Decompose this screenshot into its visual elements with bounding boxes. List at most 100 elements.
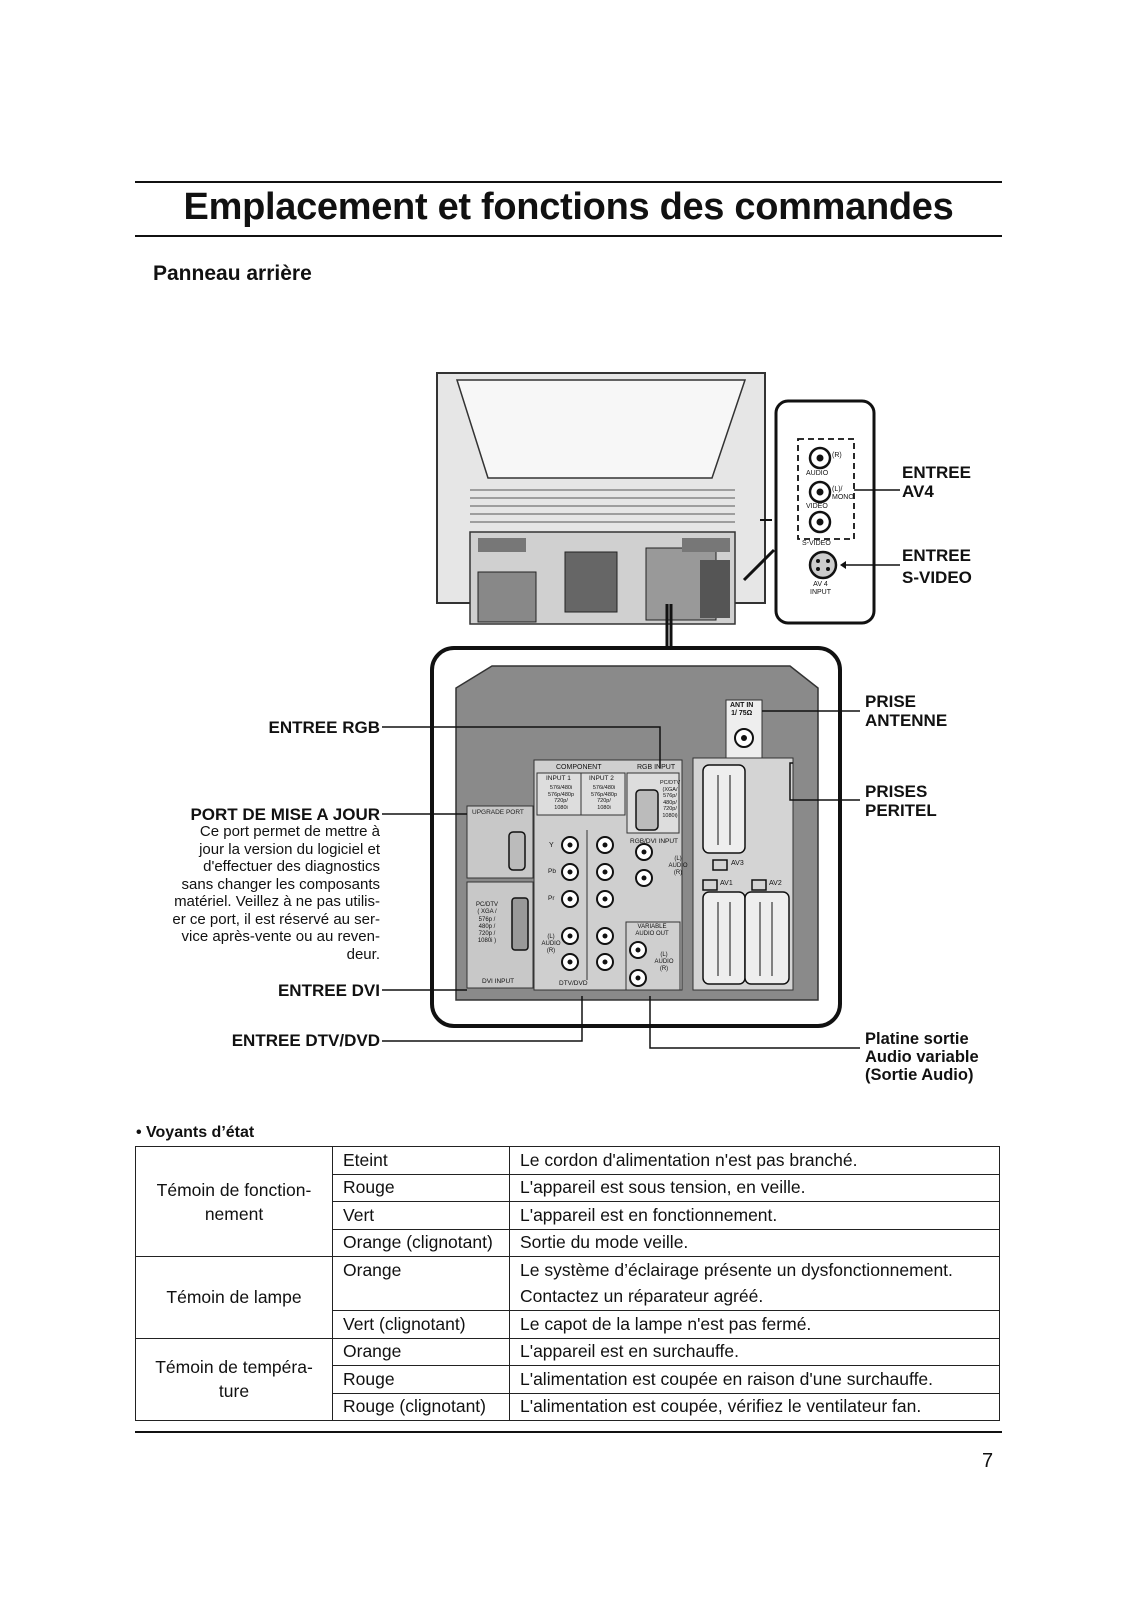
leader-lines [382, 710, 860, 1049]
av3-label: AV3 [731, 860, 744, 867]
rgb-input-label: RGB INPUT [637, 764, 676, 771]
dvi-pc-dtv-3: 480p / [478, 923, 496, 930]
table-row: Témoin de lampe Orange Le système d’écla… [135, 1256, 1000, 1339]
av4-mono-label: MONO [832, 494, 854, 501]
state-cell: Rouge [332, 1173, 510, 1202]
rgb-dvi-audio-word: AUDIO [668, 863, 688, 869]
callout-entree-av4-line2: AV4 [902, 482, 934, 501]
variable-audio-out-line2: AUDIO OUT [635, 931, 669, 937]
page-title: Emplacement et fonctions des commandes [183, 186, 954, 228]
input2-res-3: 1080i [597, 804, 611, 811]
pc-dtv-res-4: 720p/ [663, 806, 677, 812]
state-cell: Rouge [332, 1365, 510, 1394]
pc-dtv-resolutions: PC/DTV (XGA/ 576p/ 480p/ 720p/ 1080i) [660, 780, 680, 819]
port-desc-line-4: matériel. Veillez à ne pas utilis- [174, 893, 380, 910]
port-desc-line-1: jour la version du logiciel et [199, 840, 380, 858]
callout-entree-dvi: ENTREE DVI [277, 981, 380, 1000]
rgb-dvi-audio-label: (L) AUDIO (R) [666, 856, 690, 877]
group-name-line: Témoin de fonction- [156, 1179, 312, 1200]
input1-res-3: 1080i [554, 804, 568, 811]
port-desc-line-0: Ce port permet de mettre à [199, 823, 380, 840]
variable-audio-out-label: VARIABLE AUDIO OUT [630, 924, 674, 938]
table-row: Témoin de tempéra-ture Orange L'appareil… [135, 1337, 1000, 1421]
table-row: Vert (clignotant) Le capot de la lampe n… [136, 1310, 1000, 1339]
state-cell: Eteint [332, 1146, 510, 1175]
component-label: COMPONENT [556, 764, 602, 771]
callout-port-mise-a-jour: PORT DE MISE A JOUR [190, 805, 380, 824]
meaning-cell: L'alimentation est coupée, vérifiez le v… [509, 1392, 1000, 1421]
callout-entree-svideo-line2: S-VIDEO [902, 568, 972, 587]
input2-res-0: 576i/480i [592, 785, 616, 791]
ant-in-line1: ANT IN [730, 702, 754, 709]
rgb-dvi-audio-l: (L) [674, 856, 682, 862]
callout-platine-sortie-line3: (Sortie Audio) [865, 1066, 974, 1084]
comp-pr-label: Pr [548, 895, 555, 902]
dvi-pc-dtv-1: ( XGA / [477, 909, 497, 916]
comp-pb-label: Pb [548, 868, 556, 875]
rgb-dvi-input-label: RGB/DVI INPUT [630, 838, 679, 845]
bottom-rule [135, 1431, 1002, 1433]
dvi-input-label: DVI INPUT [482, 978, 515, 985]
input2-res-2: 720p/ [597, 798, 611, 804]
meaning-cell: L'alimentation est coupée en raison d'un… [509, 1365, 1000, 1394]
av4-r-label: (R) [832, 452, 842, 459]
port-desc-line-6: vice après-vente ou au reven- [181, 928, 380, 945]
rear-panel-diagram [382, 372, 900, 1049]
comp-audio-label: (L) AUDIO (R) [540, 934, 562, 955]
callout-entree-av4-line1: ENTREE [902, 463, 971, 482]
input2-resolutions: 576i/480i 576p/480p 720p/ 1080i [587, 785, 621, 811]
group-name-line: ture [218, 1381, 250, 1402]
comp-audio-r: (R) [546, 948, 556, 954]
table-row: Rouge L'appareil est sous tension, en ve… [136, 1173, 1000, 1202]
input1-res-1: 576p/480p [548, 791, 574, 798]
status-heading: • Voyants d’état [136, 1124, 255, 1141]
meaning-cell: L'appareil est en fonctionnement. [509, 1201, 1000, 1230]
input1-label: INPUT 1 [546, 775, 571, 782]
callout-platine-sortie-line2: Audio variable [865, 1048, 979, 1066]
table-row: Vert L'appareil est en fonctionnement. [136, 1201, 1000, 1230]
input2-label: INPUT 2 [589, 775, 614, 782]
title-rule-top [135, 181, 1002, 183]
dvi-pc-dtv-2: 576p / [478, 916, 496, 923]
av4-l-mono-label: (L)/MONO [832, 486, 854, 502]
pc-dtv-res-1: (XGA/ [662, 786, 678, 793]
var-audio-r: (R) [659, 966, 669, 972]
av4-video-label: VIDEO [806, 503, 828, 510]
port-desc-line-5: er ce port, il est réservé au ser- [172, 910, 380, 928]
port-description: Ce port permet de mettre à jour la versi… [120, 823, 380, 963]
dvi-pc-dtv-4: 720p / [478, 931, 496, 938]
state-cell: Rouge (clignotant) [332, 1392, 510, 1421]
state-cell: Orange [332, 1256, 510, 1284]
meaning-cell: Contactez un réparateur agréé. [509, 1283, 1000, 1311]
av4-side-panel [774, 399, 900, 625]
state-cell: Vert [332, 1201, 510, 1230]
callout-prise-antenne-line1: PRISE [865, 692, 917, 711]
pc-dtv-res-2: 576p/ [663, 793, 677, 799]
comp-audio-l: (L) [547, 934, 555, 940]
page-number: 7 [982, 1450, 994, 1472]
ant-in-line2: 1/ 75Ω [731, 710, 753, 717]
port-desc-line-7: deur. [346, 945, 380, 963]
section-title: Panneau arrière [153, 262, 312, 285]
meaning-cell: Le cordon d'alimentation n'est pas branc… [509, 1146, 1000, 1175]
input1-res-2: 720p/ [554, 798, 568, 804]
meaning-cell: L'appareil est en surchauffe. [509, 1337, 1000, 1366]
callout-entree-rgb: ENTREE RGB [268, 718, 380, 737]
table-row: Rouge L'alimentation est coupée en raiso… [136, 1365, 1000, 1394]
rear-panel-detail [430, 646, 842, 1028]
callout-prises-peritel-line2: PERITEL [865, 801, 937, 820]
pc-dtv-res-5: 1080i) [662, 812, 678, 819]
port-desc-line-2: d'effectuer des diagnostics [203, 858, 380, 875]
input1-res-0: 576i/480i [549, 785, 573, 791]
var-audio-word: AUDIO [654, 959, 674, 965]
variable-audio-out-line1: VARIABLE [637, 924, 667, 930]
av4-audio-label: AUDIO [806, 470, 829, 477]
dvi-pc-dtv-5: 1080i ) [477, 938, 497, 945]
pc-dtv-res-3: 480p/ [663, 799, 677, 806]
callout-platine-sortie-line1: Platine sortie [865, 1030, 969, 1048]
dvi-pc-dtv-0: PC/DTV [475, 902, 498, 908]
title-rule-bottom [135, 235, 1002, 237]
group-name-line: Témoin de tempéra- [155, 1357, 313, 1378]
